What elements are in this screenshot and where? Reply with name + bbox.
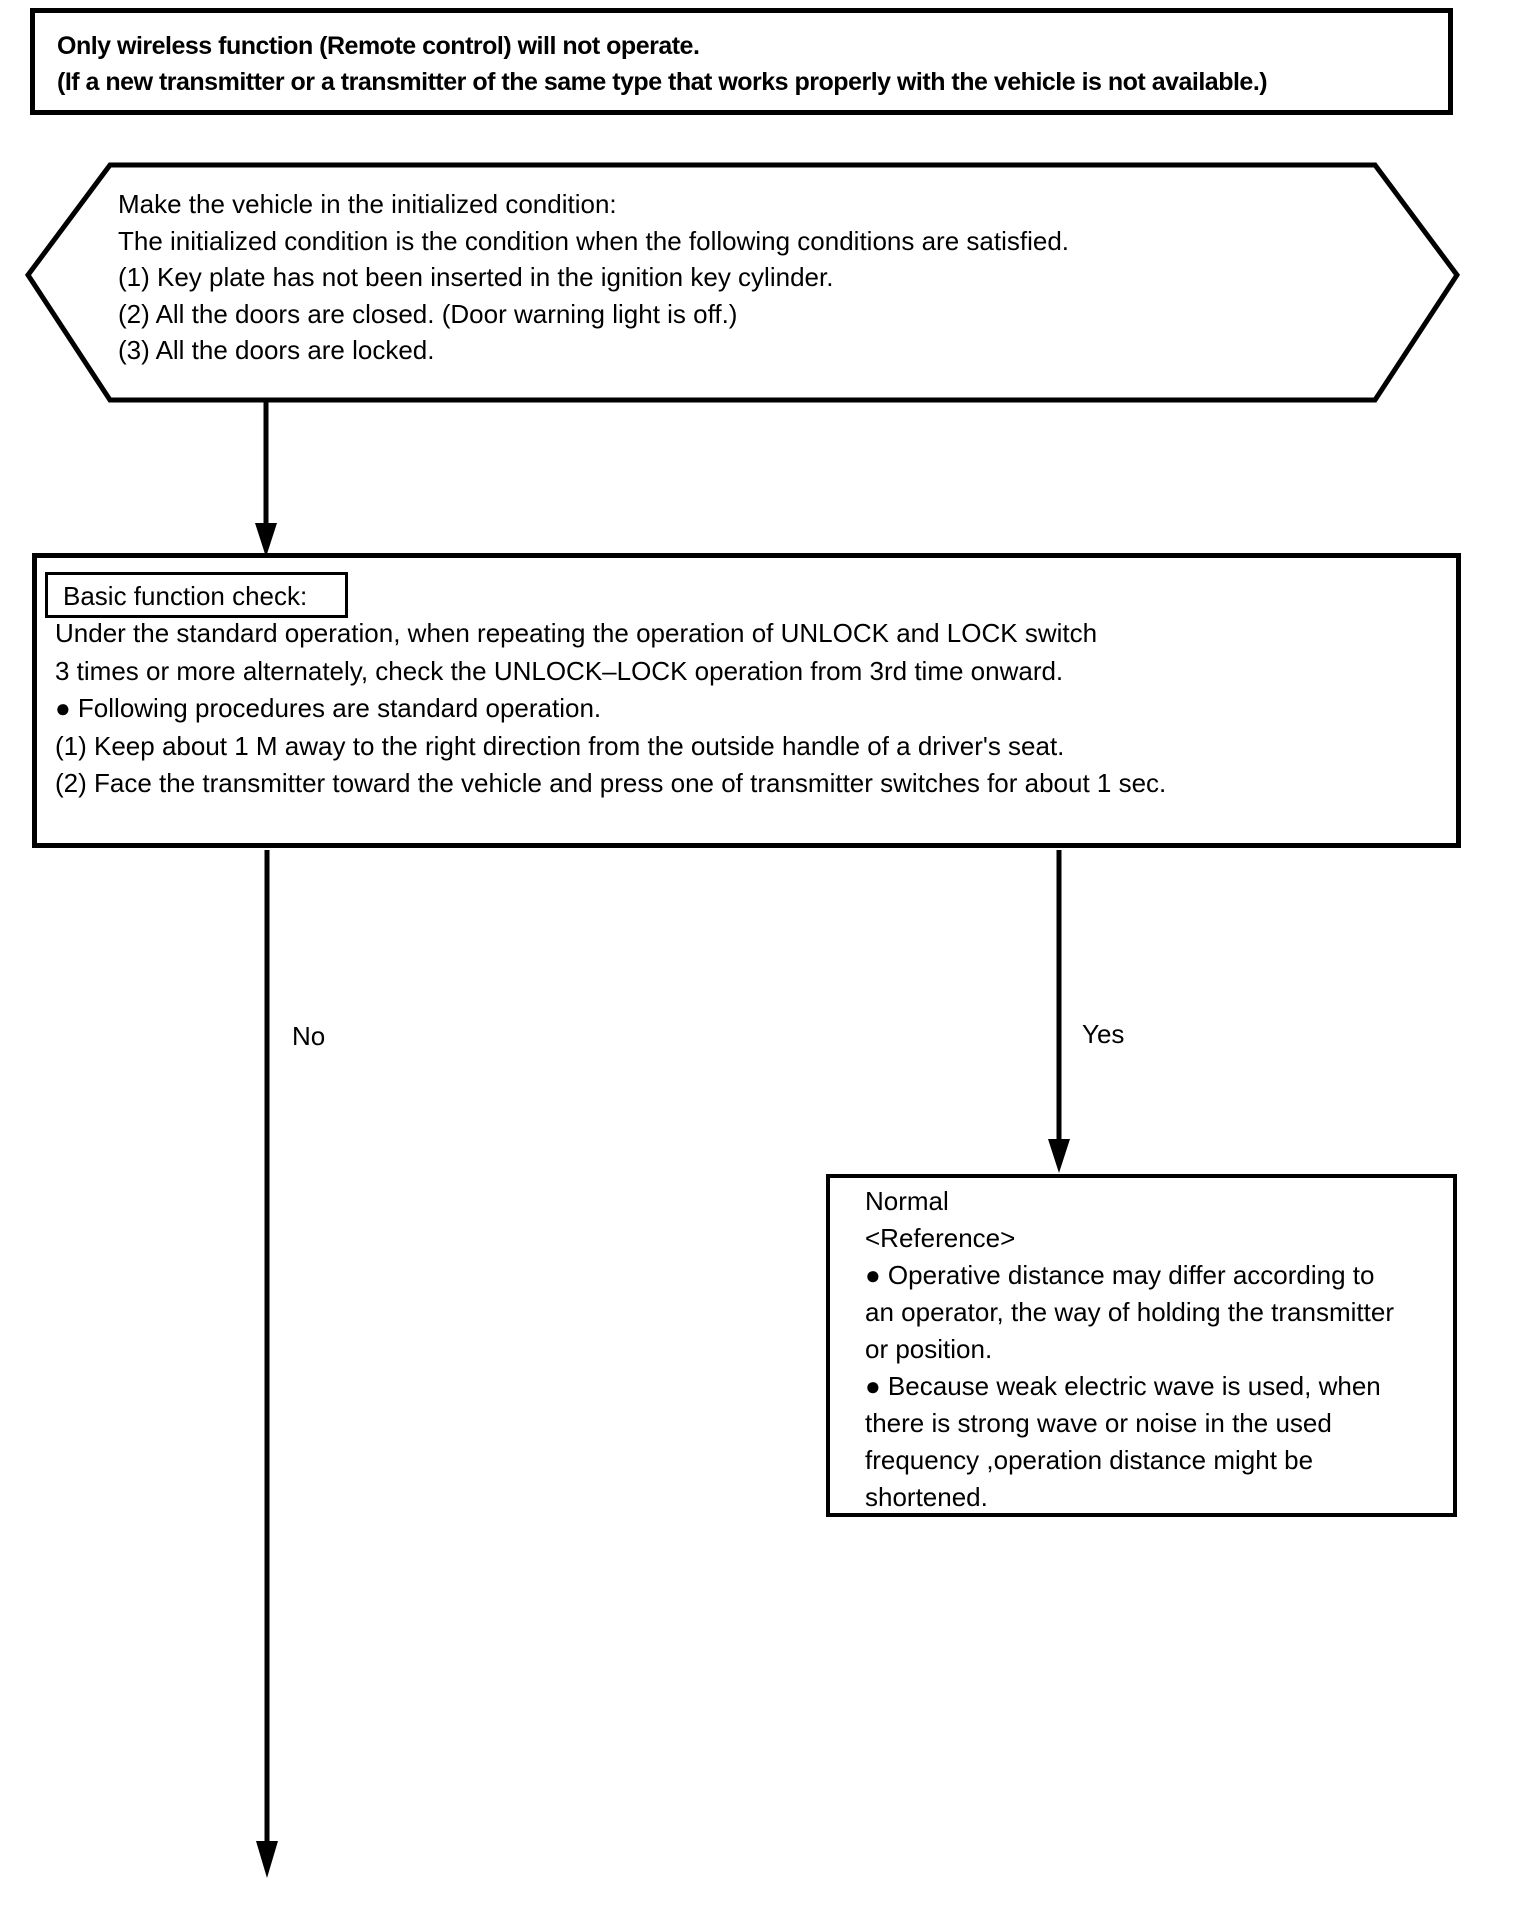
normal-box-line: frequency ,operation distance might be bbox=[865, 1445, 1314, 1475]
normal-box-line: Normal bbox=[865, 1186, 949, 1216]
initialized-condition-hexagon bbox=[24, 162, 1461, 403]
basic-check-line: Under the standard operation, when repea… bbox=[55, 618, 1098, 648]
basic-check-line: (2) Face the transmitter toward the vehi… bbox=[55, 768, 1167, 798]
branch-label-yes: Yes bbox=[1082, 1019, 1125, 1049]
basic-check-line: ● Following procedures are standard oper… bbox=[55, 693, 602, 723]
branch-label-no: No bbox=[292, 1021, 326, 1051]
normal-box-line: ● Because weak electric wave is used, wh… bbox=[865, 1371, 1381, 1401]
normal-box-line: there is strong wave or noise in the use… bbox=[865, 1408, 1332, 1438]
basic-function-check-box: Basic function check: Under the standard… bbox=[32, 553, 1461, 848]
hexagon-line: (2) All the doors are closed. (Door warn… bbox=[118, 298, 738, 329]
normal-box-line: <Reference> bbox=[865, 1223, 1016, 1253]
basic-function-check-label: Basic function check: bbox=[45, 572, 348, 618]
normal-result-box: Normal <Reference> ● Operative distance … bbox=[826, 1174, 1457, 1517]
normal-box-line: shortened. bbox=[865, 1482, 988, 1512]
hexagon-line: Make the vehicle in the initialized cond… bbox=[118, 189, 617, 219]
basic-check-line: (1) Keep about 1 M away to the right dir… bbox=[55, 730, 1065, 761]
normal-box-line: or position. bbox=[865, 1334, 993, 1364]
hexagon-line: (1) Key plate has not been inserted in t… bbox=[118, 262, 834, 292]
problem-statement-line-1: Only wireless function (Remote control) … bbox=[57, 32, 700, 60]
arrowhead-no-branch-icon bbox=[256, 1841, 278, 1878]
basic-check-line: 3 times or more alternately, check the U… bbox=[55, 655, 1064, 686]
normal-box-line: an operator, the way of holding the tran… bbox=[865, 1297, 1394, 1327]
arrowhead-hexagon-to-check-icon bbox=[255, 523, 277, 557]
arrowhead-yes-branch-icon bbox=[1048, 1139, 1070, 1173]
initialized-condition-text: Make the vehicle in the initialized cond… bbox=[118, 186, 1069, 369]
normal-box-line: ● Operative distance may differ accordin… bbox=[865, 1260, 1375, 1290]
basic-function-check-body: Under the standard operation, when repea… bbox=[55, 615, 1166, 803]
hexagon-line: (3) All the doors are locked. bbox=[118, 335, 435, 365]
problem-statement-line-2: (If a new transmitter or a transmitter o… bbox=[57, 68, 1268, 96]
problem-statement-box: Only wireless function (Remote control) … bbox=[30, 8, 1453, 115]
hexagon-line: The initialized condition is the conditi… bbox=[118, 225, 1070, 256]
